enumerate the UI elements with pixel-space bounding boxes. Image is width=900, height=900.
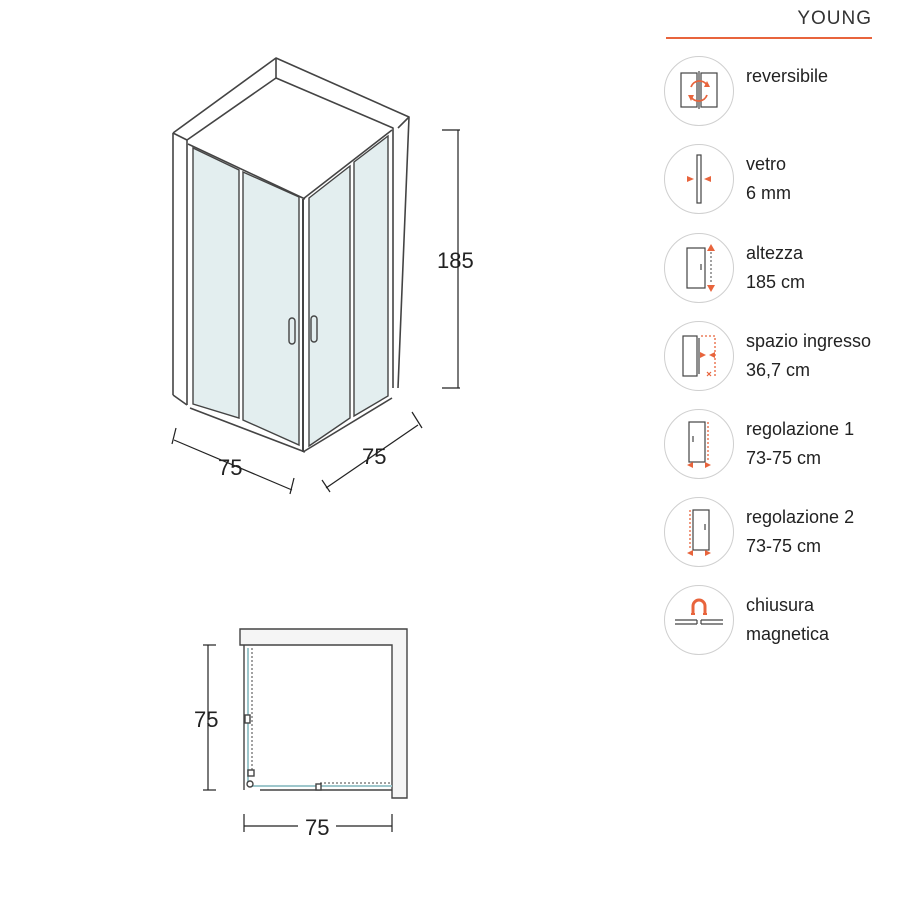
plan-width-label: 75	[305, 815, 329, 840]
plan-depth-label: 75	[194, 707, 218, 732]
feature-glass: vetro 6 mm	[664, 144, 900, 216]
feature-height: altezza 185 cm	[664, 233, 900, 305]
feature-adjustment-2: regolazione 2 73-75 cm	[664, 497, 900, 569]
feature-adjustment-1: regolazione 1 73-75 cm	[664, 409, 900, 481]
glass-thickness-icon	[664, 144, 734, 214]
feature-adjustment-2-line2: 73-75 cm	[746, 536, 822, 556]
left-handle	[288, 317, 296, 345]
feature-reversible-line1: reversibile	[746, 66, 829, 86]
brand-name: YOUNG	[797, 8, 872, 29]
feature-entrance-line2: 36,7 cm	[746, 360, 811, 380]
isometric-drawing: 185 75 75	[171, 57, 474, 840]
feature-adjustment-1-line2: 73-75 cm	[746, 448, 822, 468]
height-label: 185	[437, 248, 474, 273]
plan-depth-dimension	[203, 644, 216, 791]
feature-entrance: spazio ingresso 36,7 cm	[664, 321, 900, 393]
magnetic-closure-icon	[664, 585, 734, 655]
feature-adjustment-2-line1: regolazione 2	[746, 507, 855, 527]
feature-height-line1: altezza	[746, 243, 804, 263]
right-handle	[310, 315, 318, 343]
adjustment-2-icon	[664, 497, 734, 567]
height-icon	[664, 233, 734, 303]
feature-adjustment-1-line1: regolazione 1	[746, 419, 855, 439]
right-width-dimension	[321, 411, 423, 493]
feature-glass-line2: 6 mm	[746, 183, 791, 203]
feature-magnetic-line1: chiusura	[746, 595, 815, 615]
plan-view	[239, 628, 408, 799]
plan-width-dimension	[243, 814, 393, 832]
right-width-label: 75	[362, 444, 386, 469]
height-dimension	[442, 129, 460, 389]
feature-magnetic: chiusura magnetica	[664, 585, 900, 657]
adjustment-1-icon	[664, 409, 734, 479]
entrance-space-icon	[664, 321, 734, 391]
left-glass-panels	[187, 143, 306, 453]
enclosure-walls	[172, 57, 410, 406]
feature-height-line2: 185 cm	[746, 272, 806, 292]
reversible-icon	[664, 56, 734, 126]
feature-entrance-line1: spazio ingresso	[746, 331, 872, 351]
feature-glass-line1: vetro	[746, 154, 787, 174]
brand-underline	[666, 37, 872, 39]
feature-magnetic-line2: magnetica	[746, 624, 830, 644]
left-width-dimension	[171, 427, 295, 495]
right-glass-panels	[302, 129, 393, 453]
feature-reversible: reversibile	[664, 56, 900, 128]
left-width-label: 75	[218, 455, 242, 480]
